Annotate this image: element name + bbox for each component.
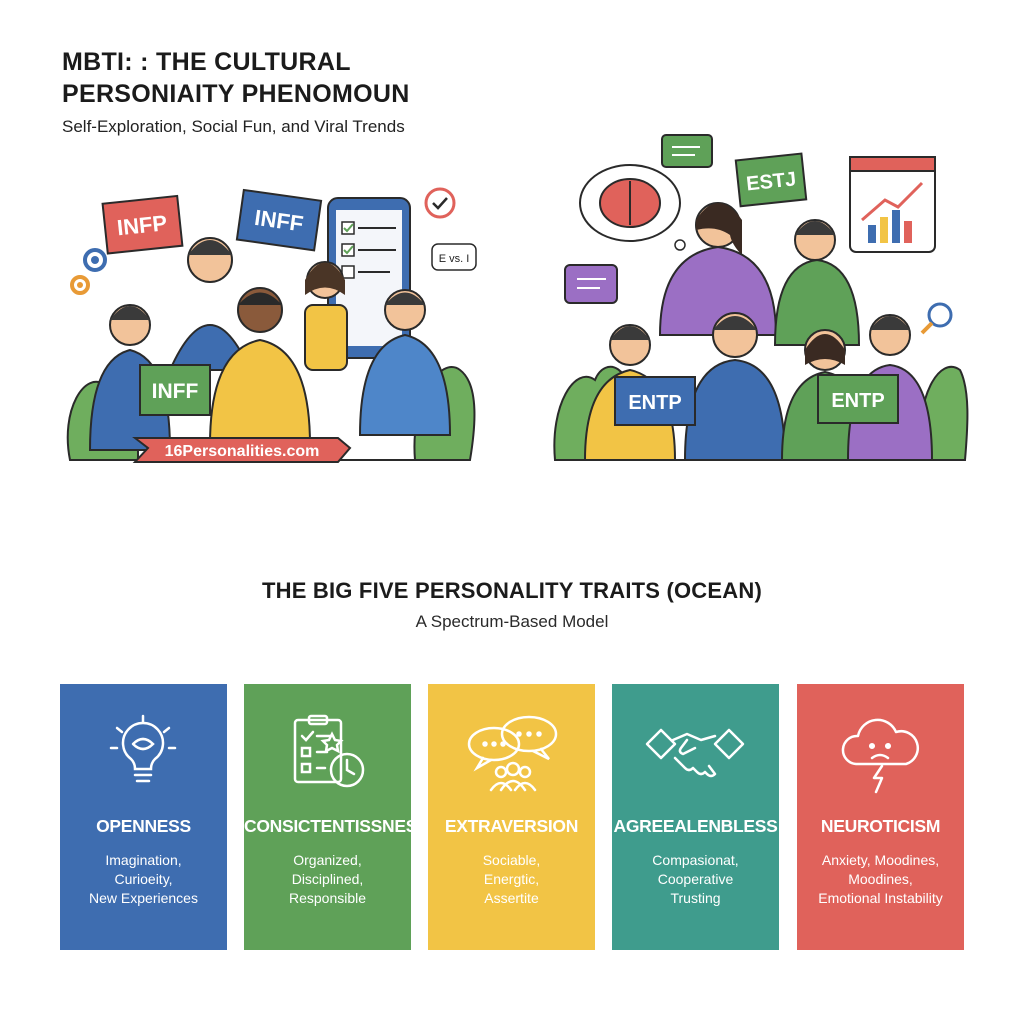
trait-name: OPENNESS (96, 816, 191, 836)
trait-desc-line: Trusting (670, 890, 721, 906)
trait-description: Organized, Disciplined, Responsible (252, 851, 403, 908)
mbti-friends-illustration: ESTJ ENTP ENTP (550, 125, 970, 470)
mbti-group-svg: E vs. I INFP INFF INF (66, 187, 477, 463)
sign-inff-bottom-text: INFF (152, 380, 199, 403)
mbti-title: MBTI: : THE CULTURAL PERSONIAITY PHENOMO… (62, 46, 482, 110)
sign-infp: INFP (101, 194, 184, 255)
sign-inff-bottom: INFF (139, 364, 211, 416)
storm-cloud-icon (841, 718, 919, 794)
trait-desc-line: New Experiences (89, 890, 198, 906)
trait-description: Imagination, Curioeity, New Experiences (68, 851, 219, 908)
handshake-icon (645, 728, 745, 778)
magnifier-icon (920, 302, 953, 335)
checklist-clock-icon (293, 714, 365, 788)
trait-cards: OPENNESS Imagination, Curioeity, New Exp… (60, 684, 965, 950)
trait-name: CONSICTENTISSNESS (244, 816, 429, 836)
mbti-title-line2: PERSONIAITY PHENOMOUN (62, 80, 410, 108)
ocean-subtitle: A Spectrum-Based Model (415, 612, 609, 631)
chat-purple-icon (564, 264, 618, 304)
mbti-subtitle: Self-Exploration, Social Fun, and Viral … (62, 117, 405, 136)
sign-entp-right: ENTP (817, 374, 899, 424)
e-vs-i-bubble: E vs. I (431, 243, 477, 271)
ocean-title: THE BIG FIVE PERSONALITY TRAITS (OCEAN) (262, 578, 762, 603)
trait-name: EXTRAVERSION (444, 816, 579, 836)
trait-card-conscientiousness: CONSICTENTISSNESS Organized, Disciplined… (244, 684, 429, 950)
check-circle-icon (424, 187, 456, 219)
trend-chart-icon (849, 156, 936, 253)
sign-infp-text: INFP (116, 210, 168, 240)
trait-desc-line: Responsible (288, 890, 367, 906)
trait-desc-line: Imagination, (105, 852, 182, 868)
sign-inff-top: INFF (235, 188, 323, 252)
trait-card-extraversion: EXTRAVERSION Sociable, Energtic, Asserti… (428, 684, 595, 950)
sign-entp-right-text: ENTP (831, 390, 884, 412)
trait-desc-line: Cooperative (657, 871, 734, 887)
banner-text: 16Personalities.com (165, 443, 320, 460)
mbti-title-line1: MBTI: : THE CULTURAL (62, 48, 351, 76)
chat-group-icon (467, 715, 558, 792)
trait-desc-line: Emotional Instability (818, 890, 943, 906)
trait-desc-line: Energtic, (483, 871, 540, 887)
chat-green-icon (661, 134, 713, 168)
trait-desc-line: Organized, (293, 852, 362, 868)
trait-desc-line: Curioeity, (114, 871, 173, 887)
trait-desc-line: Assertite (484, 890, 539, 906)
trait-desc-line: Moodines, (848, 871, 913, 887)
trait-description: Sociable, Energtic, Assertite (436, 851, 587, 908)
trait-name: NEUROTICISM (820, 816, 941, 836)
mbti-friends-svg: ESTJ ENTP ENTP (553, 134, 969, 461)
sign-entp-left: ENTP (614, 376, 696, 426)
trait-desc-line: Sociable, (482, 852, 541, 868)
brain-icon (599, 178, 661, 228)
personalities-banner: 16Personalities.com (132, 437, 352, 463)
trait-desc-line: Disciplined, (291, 871, 364, 887)
trait-card-openness: OPENNESS Imagination, Curioeity, New Exp… (60, 684, 227, 950)
trait-description: Compasionat, Cooperative Trusting (620, 851, 771, 908)
sign-estj-text: ESTJ (745, 168, 797, 195)
lightbulb-brain-icon (109, 714, 177, 783)
e-vs-i-text: E vs. I (439, 253, 470, 265)
mbti-group-illustration: E vs. I INFP INFF INF (60, 170, 480, 470)
brain-thought-bubble (579, 164, 686, 251)
sign-estj: ESTJ (734, 152, 808, 208)
trait-description: Anxiety, Moodines, Moodines, Emotional I… (805, 851, 956, 908)
trait-desc-line: Compasionat, (652, 852, 739, 868)
gear-icon (83, 248, 107, 272)
sign-entp-left-text: ENTP (628, 392, 681, 414)
trait-card-agreeableness: AGREEALENBLESS Compasionat, Cooperative … (612, 684, 779, 950)
trait-card-neuroticism: NEUROTICISM Anxiety, Moodines, Moodines,… (797, 684, 964, 950)
trait-desc-line: Anxiety, Moodines, (821, 852, 940, 868)
gear-small-icon (70, 275, 90, 295)
trait-name: AGREEALENBLESS (613, 816, 778, 836)
